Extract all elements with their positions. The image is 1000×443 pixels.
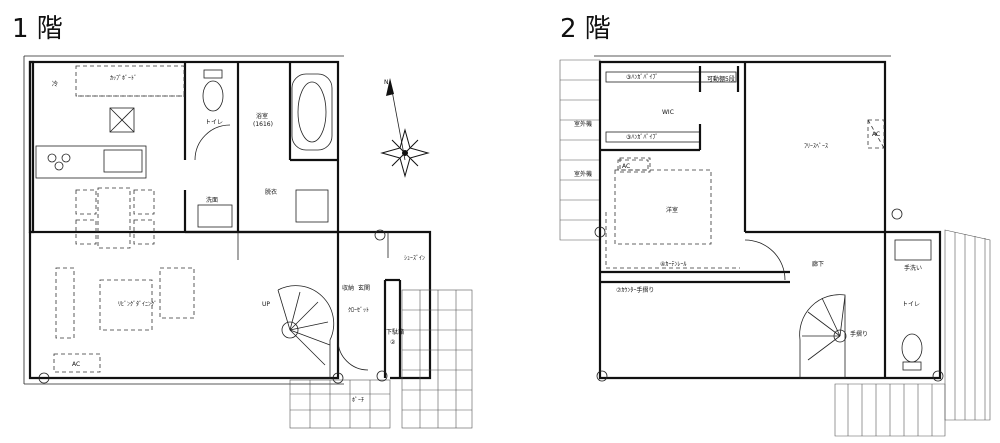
f2-ac2-label: AC [872, 131, 880, 138]
floor2-title: 2 階 [560, 14, 611, 44]
floor2-plan [559, 55, 991, 437]
f1-wash-label: 洗面 [206, 196, 218, 204]
f2-pipe2-label: ③ﾊﾝｶﾞﾊﾟｲﾌﾟ [626, 134, 658, 141]
floor1-title: 1 階 [12, 14, 63, 44]
f1-storage-label: 収納 [342, 284, 354, 292]
f2-outdoor2-label: 室外機 [574, 170, 592, 178]
f2-sink-label: 手洗い [904, 264, 922, 272]
f1-closet-label: ｸﾛｰｾﾞｯﾄ [348, 307, 369, 314]
compass-rose-icon [380, 78, 430, 178]
f1-shoes-label: ｼｭｰｽﾞｲﾝ [404, 255, 425, 262]
f1-dressing-label: 脱衣 [265, 188, 277, 196]
f1-shoebox-label: 下駄箱 [386, 328, 404, 336]
floor1-plan [23, 55, 473, 429]
f2-pipe1-label: ③ﾊﾝｶﾞﾊﾟｲﾌﾟ [626, 74, 658, 81]
f1-bath-label: 浴室 [256, 112, 268, 120]
f1-up-label: UP [262, 301, 270, 308]
f2-handrail-window-label: ⑦ｶｳﾝﾀｰ手摺り [616, 286, 654, 294]
f1-toilet-label: トイレ [205, 119, 223, 126]
f2-ac1-label: AC [622, 163, 630, 170]
f1-fridge-label: 冷 [52, 80, 58, 88]
f2-free-label: ﾌﾘｰｽﾍﾟｰｽ [804, 143, 828, 150]
f2-shelf-label: 可動棚5段 [707, 75, 735, 83]
compass-north: N [384, 79, 389, 86]
f2-outdoor1-label: 室外機 [574, 120, 592, 128]
f1-shoebox-num: ② [390, 339, 396, 346]
f1-entrance-label: 玄関 [358, 284, 370, 292]
f2-toilet-label: トイレ [902, 301, 920, 308]
f1-bath-size: (1616) [253, 121, 273, 128]
f1-ac-label: AC [72, 361, 80, 368]
f2-wic-label: WIC [662, 109, 674, 116]
f2-handrail-label: 手摺り [850, 330, 868, 338]
f2-hall-label: 廊下 [812, 260, 824, 268]
f1-counter-label: ｶｯﾌﾟﾎﾞｰﾄﾞ [110, 75, 137, 82]
f2-curtain-label: ④ｶｰﾃﾝﾚｰﾙ [660, 261, 686, 268]
f2-western-label: 洋室 [666, 206, 678, 214]
f1-porch-label: ﾎﾟｰﾁ [352, 397, 364, 404]
f1-living-label: ﾘﾋﾞﾝｸﾞﾀﾞｲﾆﾝｸﾞ [118, 301, 157, 308]
